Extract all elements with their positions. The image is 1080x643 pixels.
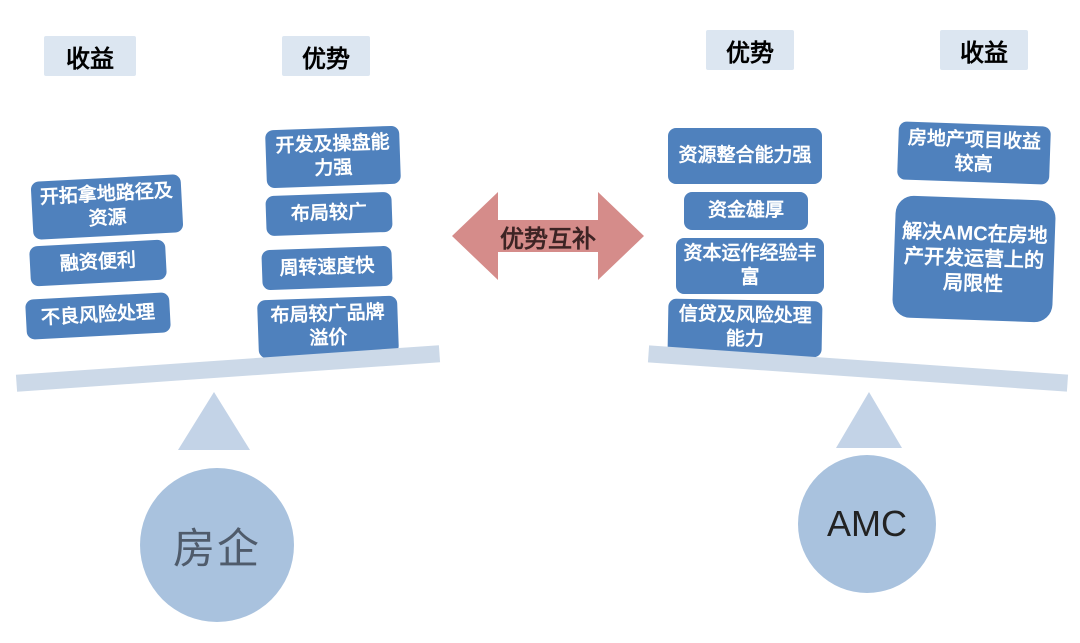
double-arrow-icon (452, 192, 644, 280)
advantage-item: 周转速度快 (261, 245, 393, 291)
advantage-item: 资源整合能力强 (668, 128, 822, 184)
left-entity-label: 房企 (172, 524, 261, 572)
left-seesaw-plank (15, 345, 441, 392)
advantage-item: 资金雄厚 (684, 192, 808, 230)
right-benefit-header: 收益 (940, 30, 1028, 70)
right-fulcrum-triangle-icon (836, 392, 902, 448)
advantage-item: 资本运作经验丰富 (676, 238, 824, 294)
benefit-item: 房地产项目收益较高 (897, 121, 1051, 185)
left-fulcrum-triangle-icon (178, 392, 250, 450)
left-benefit-header: 收益 (44, 36, 136, 76)
benefit-item: 融资便利 (29, 239, 167, 287)
benefit-item: 解决AMC在房地产开发运营上的局限性 (891, 195, 1057, 323)
right-advantage-header: 优势 (706, 30, 794, 70)
benefit-item: 不良风险处理 (25, 292, 171, 340)
right-entity-circle: AMC (798, 455, 936, 593)
complementary-advantages-arrow: 优势互补 (452, 190, 644, 282)
arrow-label: 优势互补 (500, 225, 596, 253)
left-entity-circle: 房企 (140, 468, 294, 622)
left-advantage-header: 优势 (282, 36, 370, 76)
right-entity-label: AMC (827, 503, 907, 544)
right-seesaw-plank (647, 345, 1069, 392)
advantage-item: 开发及操盘能力强 (265, 125, 401, 189)
benefit-item: 开拓拿地路径及资源 (30, 174, 184, 240)
advantage-item: 布局较广 (265, 191, 393, 237)
